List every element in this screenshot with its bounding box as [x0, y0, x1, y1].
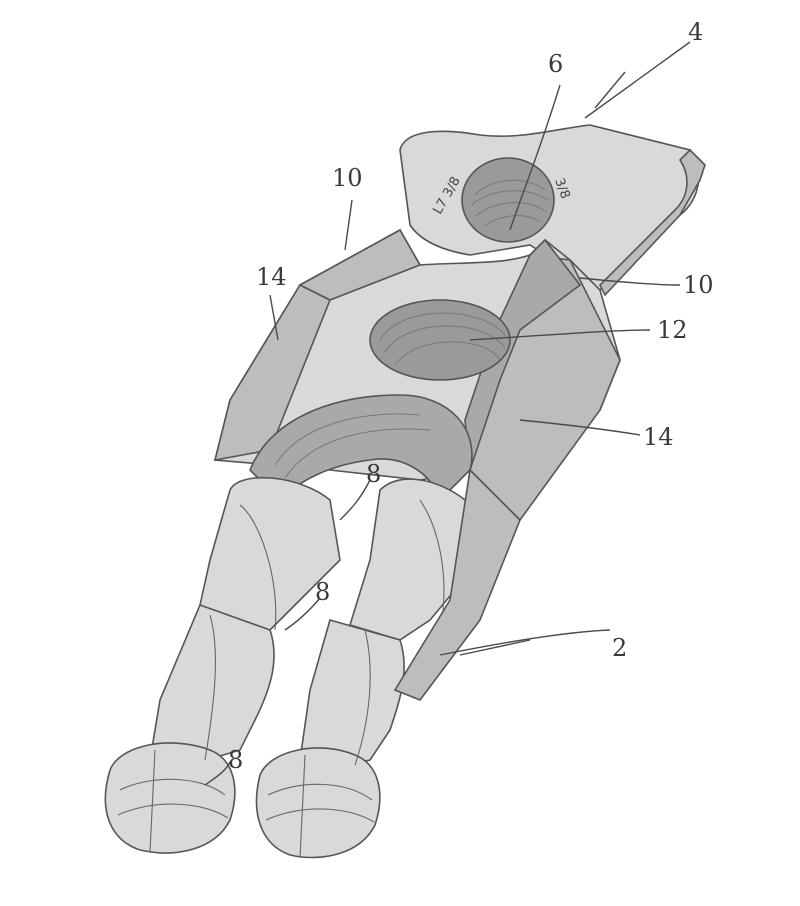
tab-marking-right: 3/8	[551, 176, 572, 201]
label-6: 6	[548, 50, 563, 78]
left-top-edge	[298, 228, 422, 301]
label-4: 4	[688, 18, 703, 46]
left-prong-segment-2	[149, 603, 275, 766]
block-threaded-bore	[369, 299, 511, 381]
label-2: 2	[612, 634, 627, 662]
right-side-bar	[393, 468, 521, 701]
label-12: 12	[657, 316, 688, 344]
label-10-top: 10	[332, 164, 363, 192]
prong-slot	[249, 394, 473, 502]
tab-hole	[461, 157, 555, 243]
right-prong	[348, 478, 481, 641]
reference-numerals: 4 6 10 14 10 12 14 8 8 2 8	[228, 18, 714, 774]
left-prong-tip	[104, 742, 236, 854]
connector-body	[104, 124, 706, 859]
label-8-top: 8	[366, 460, 381, 488]
label-10-right: 10	[683, 271, 714, 299]
right-prong-tip	[255, 747, 381, 859]
label-14-left: 14	[256, 263, 287, 291]
label-14-right: 14	[643, 423, 674, 451]
label-8-middle: 8	[315, 578, 330, 606]
leader-lines	[204, 41, 691, 786]
left-prong	[199, 476, 341, 631]
lug-tab-edge	[599, 148, 706, 297]
label-8-bottom: 8	[228, 746, 243, 774]
